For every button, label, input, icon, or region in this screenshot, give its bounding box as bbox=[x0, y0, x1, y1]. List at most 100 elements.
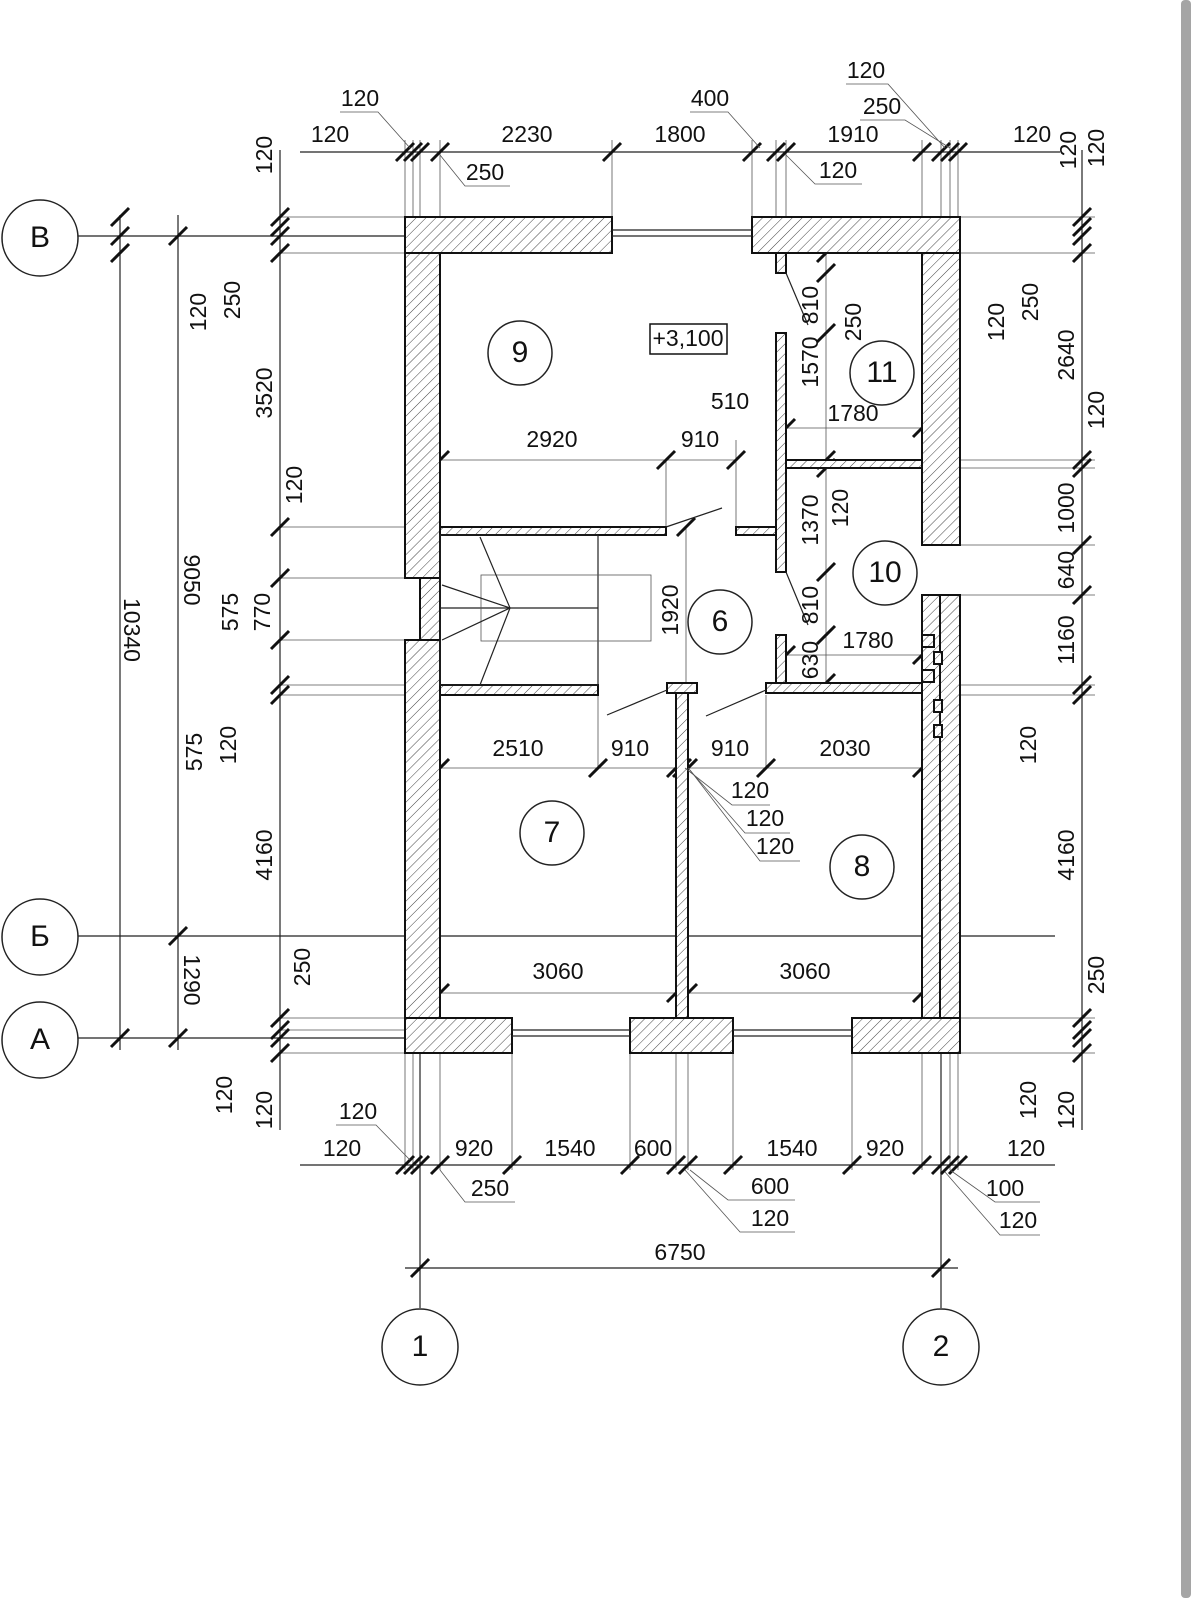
room-markers: 9 11 10 6 7 8 bbox=[487, 320, 918, 900]
dimension-tick bbox=[1071, 584, 1093, 606]
dimension-label: 810 bbox=[797, 586, 823, 624]
dimension-label: 120 bbox=[819, 157, 857, 183]
dimension-label: 120 bbox=[827, 489, 853, 527]
dimension-label: 120 bbox=[1015, 1081, 1041, 1119]
dimension-tick bbox=[269, 629, 291, 651]
dimension-label: 910 bbox=[681, 426, 719, 452]
dimension-label: 120 bbox=[185, 293, 211, 331]
dimension-tick bbox=[911, 1154, 933, 1176]
dimension-label: 400 bbox=[691, 85, 729, 111]
dimension-label: 250 bbox=[840, 303, 866, 341]
dimension-label: 120 bbox=[1083, 391, 1109, 429]
dimension-label: 250 bbox=[471, 1175, 509, 1201]
dimension-label: 120 bbox=[756, 833, 794, 859]
dimension-tick bbox=[269, 567, 291, 589]
dimension-tick bbox=[269, 1007, 291, 1029]
dimension-label: 1540 bbox=[544, 1135, 595, 1161]
dimension-label: 120 bbox=[341, 85, 379, 111]
dimension-tick bbox=[655, 449, 677, 471]
dimension-tick bbox=[939, 1154, 961, 1176]
dimension-label: 575 bbox=[217, 593, 243, 631]
dimension-tick bbox=[269, 516, 291, 538]
dimension-tick bbox=[269, 242, 291, 264]
axis-marker-v: В bbox=[1, 199, 79, 277]
dimension-tick bbox=[1071, 242, 1093, 264]
dimension-tick bbox=[402, 1154, 424, 1176]
dimension-tick bbox=[1071, 1027, 1093, 1049]
dimension-label: 4160 bbox=[251, 829, 277, 880]
dimension-label: 2510 bbox=[492, 735, 543, 761]
axis-label: 2 bbox=[933, 1330, 950, 1363]
dimension-label: 120 bbox=[1053, 1091, 1079, 1129]
axis-label: В bbox=[30, 221, 50, 254]
dimension-label: 250 bbox=[1017, 283, 1043, 321]
bottom-dimensions: 120 120 920 1540 600 1540 920 120 250 60… bbox=[323, 1098, 1045, 1265]
dimension-label: 120 bbox=[751, 1205, 789, 1231]
dimension-tick bbox=[911, 141, 933, 163]
dimension-label: 920 bbox=[866, 1135, 904, 1161]
top-dimensions: 120 120 2230 1800 400 1910 120 250 120 2… bbox=[251, 57, 1081, 185]
dimension-tick bbox=[677, 1154, 699, 1176]
dimension-tick bbox=[269, 1042, 291, 1064]
dimension-label: 630 bbox=[797, 641, 823, 679]
dimension-label: 1000 bbox=[1053, 482, 1079, 533]
dimension-label: 910 bbox=[711, 735, 749, 761]
dimension-label: 2030 bbox=[819, 735, 870, 761]
dimension-label: 250 bbox=[219, 281, 245, 319]
dimension-tick bbox=[1071, 684, 1093, 706]
dimension-label: 3520 bbox=[251, 367, 277, 418]
dimension-label: 120 bbox=[211, 1076, 237, 1114]
dimension-tick bbox=[1071, 216, 1093, 238]
leader-lines bbox=[336, 83, 1040, 1236]
walls bbox=[404, 216, 961, 1054]
dimension-label: 120 bbox=[311, 121, 349, 147]
dimension-tick bbox=[1071, 1042, 1093, 1064]
dimension-label: 1780 bbox=[827, 400, 878, 426]
axis-label: 1 bbox=[412, 1330, 429, 1363]
dimension-tick bbox=[394, 141, 416, 163]
dimension-label: 10340 bbox=[119, 598, 145, 662]
dimension-tick bbox=[109, 225, 131, 247]
axis-label: Б bbox=[30, 920, 50, 953]
dimension-label: 120 bbox=[339, 1098, 377, 1124]
dimension-tick bbox=[167, 1027, 189, 1049]
staircase bbox=[439, 534, 652, 686]
dimension-tick bbox=[815, 262, 837, 284]
dimension-tick bbox=[725, 449, 747, 471]
dimension-label: 120 bbox=[215, 726, 241, 764]
dimension-tick bbox=[939, 141, 961, 163]
dimension-label: 2640 bbox=[1053, 329, 1079, 380]
dimension-tick bbox=[841, 1154, 863, 1176]
dimension-tick bbox=[587, 757, 609, 779]
dimension-label: 1920 bbox=[657, 584, 683, 635]
dimension-tick bbox=[269, 206, 291, 228]
room-number: 11 bbox=[866, 356, 897, 389]
room-number: 6 bbox=[712, 605, 729, 638]
dimension-tick bbox=[167, 925, 189, 947]
dimension-tick bbox=[1071, 534, 1093, 556]
dimension-label: 640 bbox=[1053, 551, 1079, 589]
dimension-tick bbox=[947, 141, 969, 163]
dimension-tick bbox=[269, 684, 291, 706]
dimension-label: 250 bbox=[289, 948, 315, 986]
dimension-tick bbox=[269, 225, 291, 247]
dimension-label: 1570 bbox=[797, 336, 823, 387]
dimension-tick bbox=[409, 141, 431, 163]
dimension-tick bbox=[1071, 457, 1093, 479]
dimension-label: 250 bbox=[863, 93, 901, 119]
dimension-label: 1160 bbox=[1053, 615, 1079, 664]
room-number: 8 bbox=[854, 850, 871, 883]
dimension-tick bbox=[815, 561, 837, 583]
dimension-tick bbox=[1071, 1019, 1093, 1041]
dimension-tick bbox=[269, 216, 291, 238]
dimension-tick bbox=[409, 1154, 431, 1176]
dimension-label: 120 bbox=[847, 57, 885, 83]
dimension-label: 120 bbox=[1007, 1135, 1045, 1161]
dimension-tick bbox=[269, 1027, 291, 1049]
axis-label: А bbox=[30, 1023, 50, 1056]
dimension-label: 1780 bbox=[842, 627, 893, 653]
dimension-tick bbox=[930, 1154, 952, 1176]
dimension-label: 120 bbox=[281, 466, 307, 504]
vertical-scrollbar[interactable] bbox=[1181, 0, 1191, 1598]
